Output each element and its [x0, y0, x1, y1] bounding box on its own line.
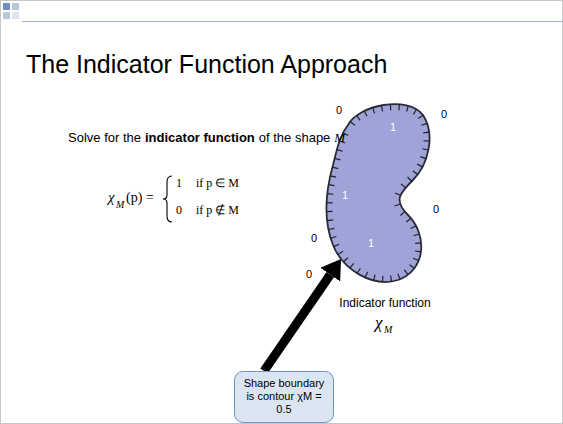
math-text: if p ∉ M	[196, 204, 239, 218]
shape-region: 1 1 1	[318, 95, 440, 290]
boundary-tick	[413, 258, 419, 260]
boundary-tick	[329, 184, 335, 186]
corner-square	[3, 12, 10, 19]
boundary-tick	[337, 150, 343, 152]
outside-value: 0	[336, 104, 342, 117]
boundary-tick	[381, 105, 382, 111]
callout-box: Shape boundary is contour χM = 0.5	[234, 371, 334, 423]
figure-caption: Indicator function	[339, 297, 430, 311]
header-rule	[22, 21, 563, 22]
boundary-tick	[390, 104, 392, 110]
outside-value: 0	[433, 203, 439, 216]
boundary-tick	[350, 122, 355, 126]
math-subscript: M	[116, 199, 124, 211]
boundary-tick	[407, 177, 411, 181]
math-subscript: M	[384, 324, 392, 336]
boundary-tick	[398, 104, 400, 110]
math-text: 1	[176, 177, 182, 191]
boundary-tick	[327, 193, 333, 195]
corner-square	[12, 3, 19, 10]
boundary-tick	[350, 263, 354, 268]
boundary-tick	[417, 164, 422, 167]
instruction-text: of the shape	[259, 131, 331, 146]
boundary-tick	[404, 270, 408, 275]
inside-value: 1	[390, 121, 396, 134]
boundary-tick	[411, 226, 416, 229]
boundary-tick	[330, 176, 336, 177]
boundary-tick	[409, 265, 414, 269]
boundary-tick	[343, 258, 347, 262]
boundary-tick	[364, 111, 367, 116]
boundary-tick	[328, 228, 334, 229]
boundary-tick	[398, 274, 400, 280]
boundary-tick	[335, 158, 341, 159]
callout-arrow	[264, 275, 330, 371]
boundary-tick	[332, 167, 338, 169]
instruction-text: indicator function	[145, 131, 255, 146]
callout-text: Shape boundary is contour χM = 0.5	[241, 377, 327, 417]
formula-brace	[163, 176, 172, 222]
instruction-text: Solve for the	[68, 131, 141, 146]
corner-square	[12, 12, 19, 19]
boundary-tick	[423, 149, 429, 150]
math-symbol: χ	[108, 189, 115, 206]
boundary-tick	[373, 108, 375, 114]
boundary-tick	[382, 276, 384, 282]
math-text: if p ∈ M	[196, 177, 239, 191]
blob-outline	[318, 95, 440, 290]
shape-fill	[327, 104, 430, 282]
math-text: (p) =	[126, 190, 154, 206]
boundary-tick	[395, 193, 401, 195]
boundary-tick	[365, 272, 367, 277]
outside-value: 0	[306, 268, 312, 281]
boundary-tick	[357, 115, 360, 120]
math-symbol: χ	[375, 313, 382, 333]
boundary-tick	[327, 211, 333, 212]
math-text: 0	[176, 204, 182, 218]
boundary-tick	[327, 219, 333, 221]
boundary-tick	[395, 204, 401, 206]
outside-value: 0	[311, 232, 317, 245]
boundary-tick	[400, 212, 405, 216]
boundary-tick	[338, 251, 343, 254]
boundary-tick	[327, 202, 333, 203]
boundary-tick	[331, 236, 337, 238]
boundary-tick	[423, 140, 429, 141]
math-symbol: M	[334, 131, 345, 146]
boundary-tick	[401, 184, 406, 188]
boundary-tick	[415, 242, 421, 244]
boundary-tick	[415, 250, 421, 252]
corner-square	[3, 3, 10, 10]
boundary-tick	[407, 106, 409, 112]
boundary-tick	[390, 276, 392, 282]
slide-title: The Indicator Function Approach	[26, 50, 387, 79]
boundary-tick	[418, 115, 423, 118]
boundary-tick	[413, 109, 416, 114]
boundary-tick	[413, 171, 418, 175]
boundary-tick	[423, 131, 429, 133]
boundary-tick	[357, 268, 360, 273]
boundary-tick	[334, 244, 340, 246]
boundary-tick	[420, 157, 426, 159]
inside-value: 1	[368, 237, 374, 250]
boundary-tick	[421, 123, 427, 125]
inside-value: 1	[342, 189, 348, 202]
outside-value: 0	[441, 108, 447, 121]
boundary-tick	[406, 218, 411, 222]
boundary-tick	[374, 275, 376, 281]
boundary-tick	[414, 234, 420, 236]
